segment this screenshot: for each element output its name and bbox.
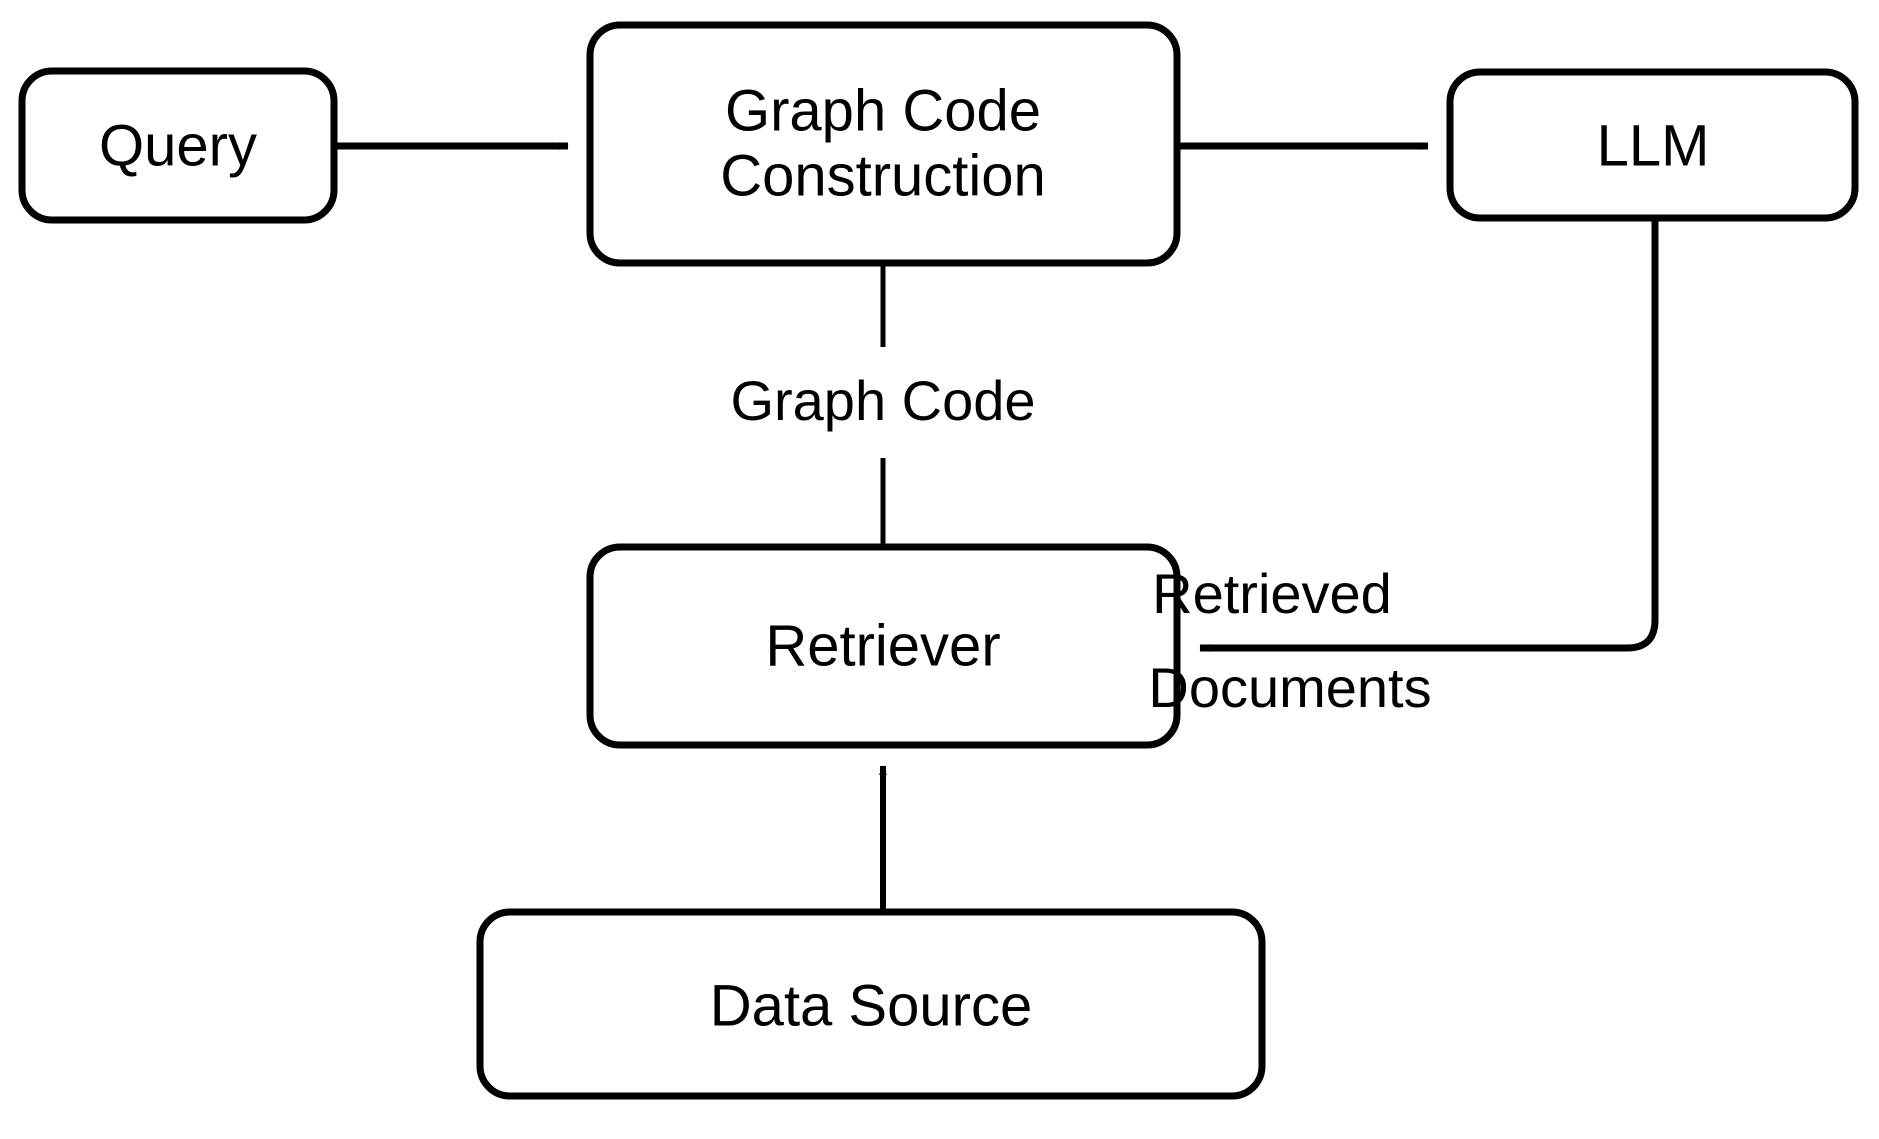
llm-label: LLM bbox=[1597, 113, 1710, 178]
data-source-box[interactable] bbox=[476, 908, 1266, 1100]
node-retriever[interactable]: Retriever bbox=[586, 543, 1181, 749]
retriever-box[interactable] bbox=[586, 543, 1181, 749]
llm-box[interactable] bbox=[1446, 68, 1859, 222]
graph-code-label-backdrop bbox=[740, 372, 1030, 436]
graph-code-construction-label-line2: Construction bbox=[720, 143, 1046, 208]
graph-code-construction-label-line1: Graph Code bbox=[725, 78, 1041, 143]
documents-label: Documents bbox=[1148, 656, 1431, 719]
data-source-label: Data Source bbox=[710, 973, 1032, 1038]
edge-llm-to-retriever bbox=[1199, 218, 1659, 652]
node-query[interactable]: Query bbox=[18, 67, 338, 224]
graph-code-label: Graph Code bbox=[730, 369, 1035, 432]
retriever-label: Retriever bbox=[765, 613, 1000, 678]
graph-code-construction-box[interactable] bbox=[586, 21, 1181, 267]
edge-label-graph-code: Graph Code bbox=[730, 369, 1036, 436]
query-box[interactable] bbox=[18, 67, 338, 224]
edge-label-retrieved-documents: Retrieved Documents bbox=[1148, 562, 1431, 719]
query-label: Query bbox=[99, 113, 257, 178]
retrieved-label: Retrieved bbox=[1152, 562, 1392, 625]
node-graph-code-construction[interactable]: Graph Code Construction bbox=[586, 21, 1181, 267]
node-llm[interactable]: LLM bbox=[1446, 68, 1859, 222]
node-data-source[interactable]: Data Source bbox=[476, 908, 1266, 1100]
